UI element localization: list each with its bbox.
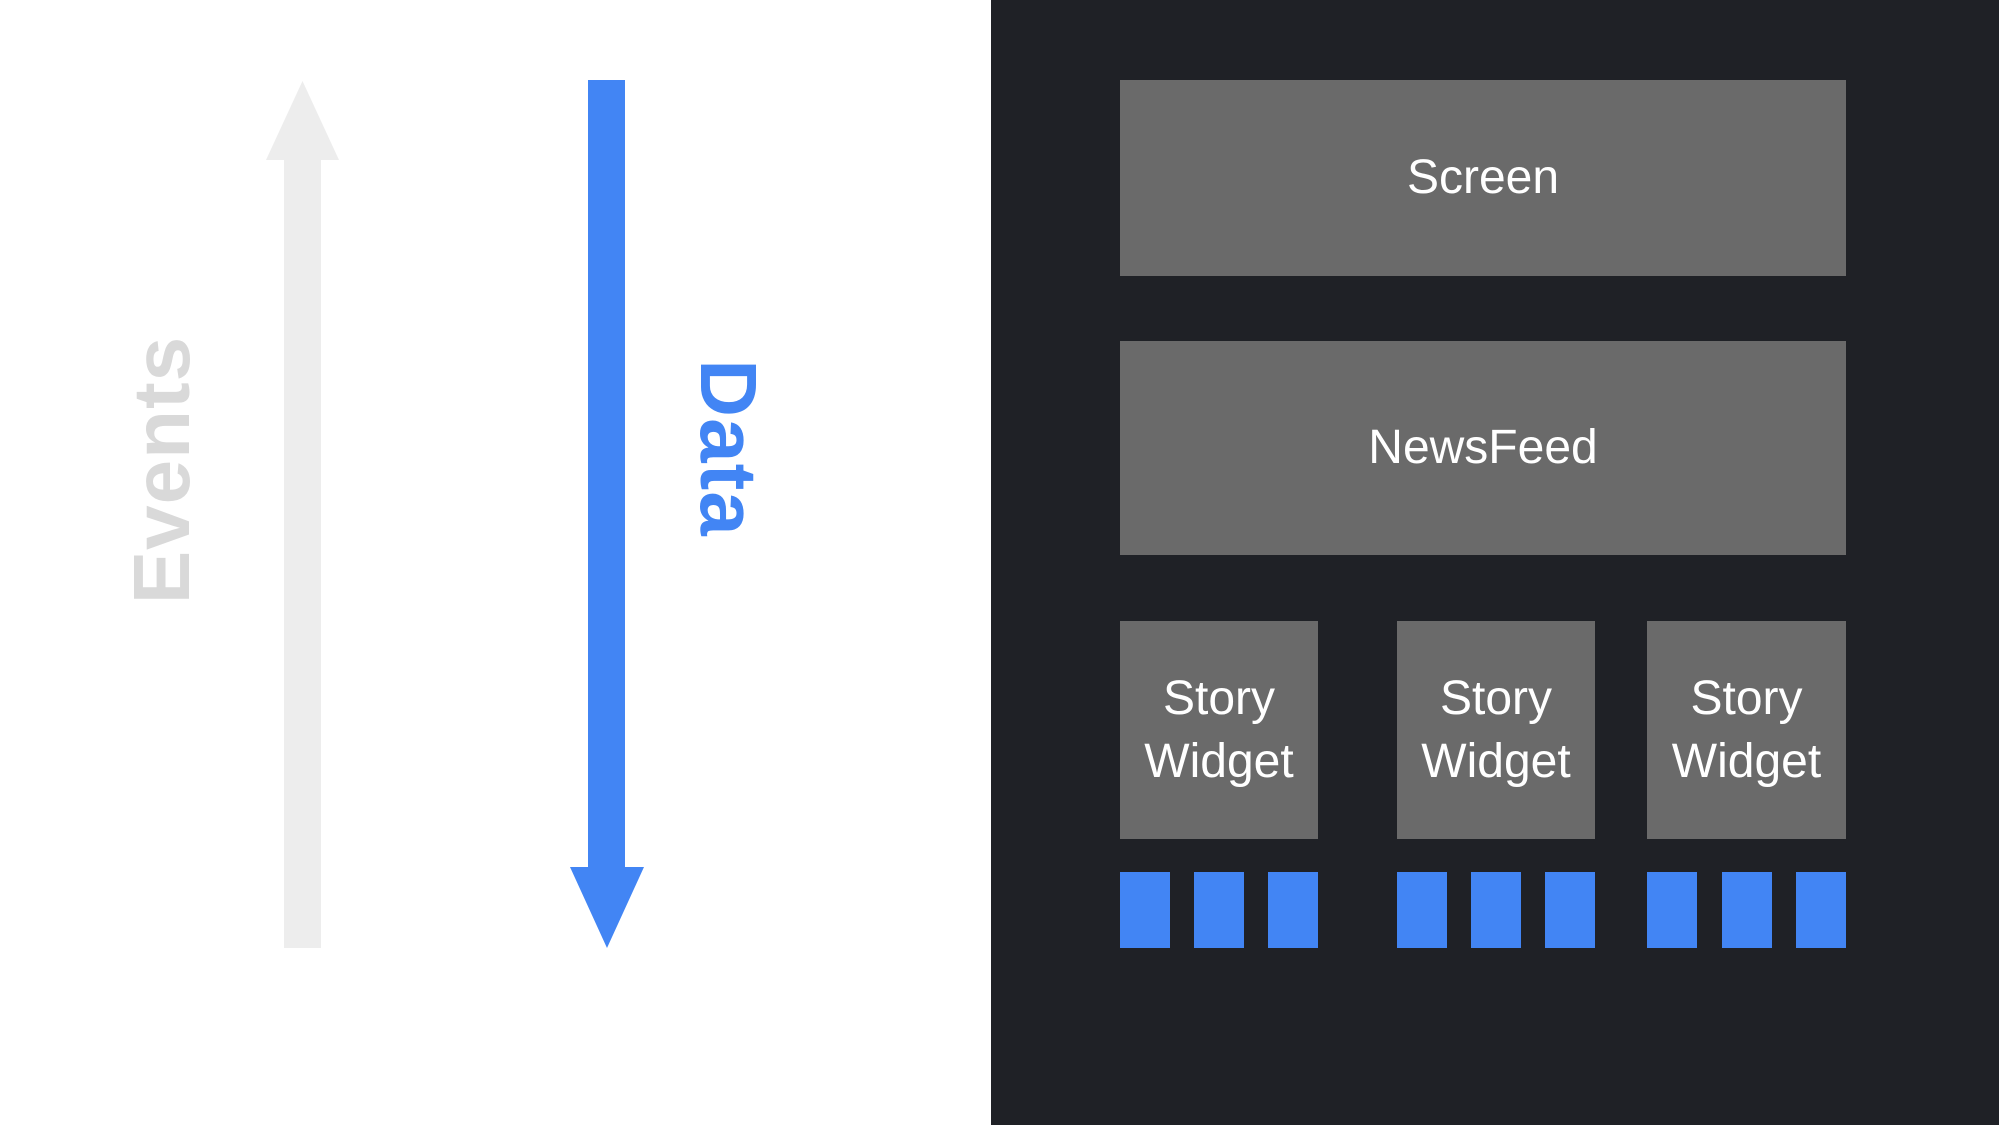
events-up-arrow-icon (266, 81, 339, 948)
screen-box-label: Screen (1406, 151, 1560, 205)
data-square (1647, 872, 1697, 948)
data-square (1120, 872, 1170, 948)
newsfeed-box: NewsFeed (1120, 341, 1846, 555)
widget-tree-panel: Screen NewsFeed Story Widget Story Widge… (991, 0, 1999, 1125)
screen-box: Screen (1120, 80, 1846, 276)
story-widget-label: Story Widget (1421, 671, 1571, 788)
newsfeed-box-label: NewsFeed (1368, 421, 1598, 475)
data-squares-group (1397, 872, 1595, 948)
data-square (1471, 872, 1521, 948)
story-widget-box: Story Widget (1397, 621, 1595, 839)
data-squares-group (1647, 872, 1846, 948)
story-widget-box: Story Widget (1647, 621, 1846, 839)
events-label: Events (117, 335, 206, 605)
data-square (1545, 872, 1595, 948)
story-widget-box: Story Widget (1120, 621, 1318, 839)
data-square (1397, 872, 1447, 948)
data-squares-group (1120, 872, 1318, 948)
data-label: Data (684, 359, 773, 537)
story-widget-label: Story Widget (1671, 671, 1822, 788)
data-square (1268, 872, 1318, 948)
data-square (1796, 872, 1846, 948)
story-widget-label: Story Widget (1144, 671, 1294, 788)
data-down-arrow-icon (570, 80, 644, 948)
data-square (1194, 872, 1244, 948)
data-square (1721, 872, 1772, 948)
